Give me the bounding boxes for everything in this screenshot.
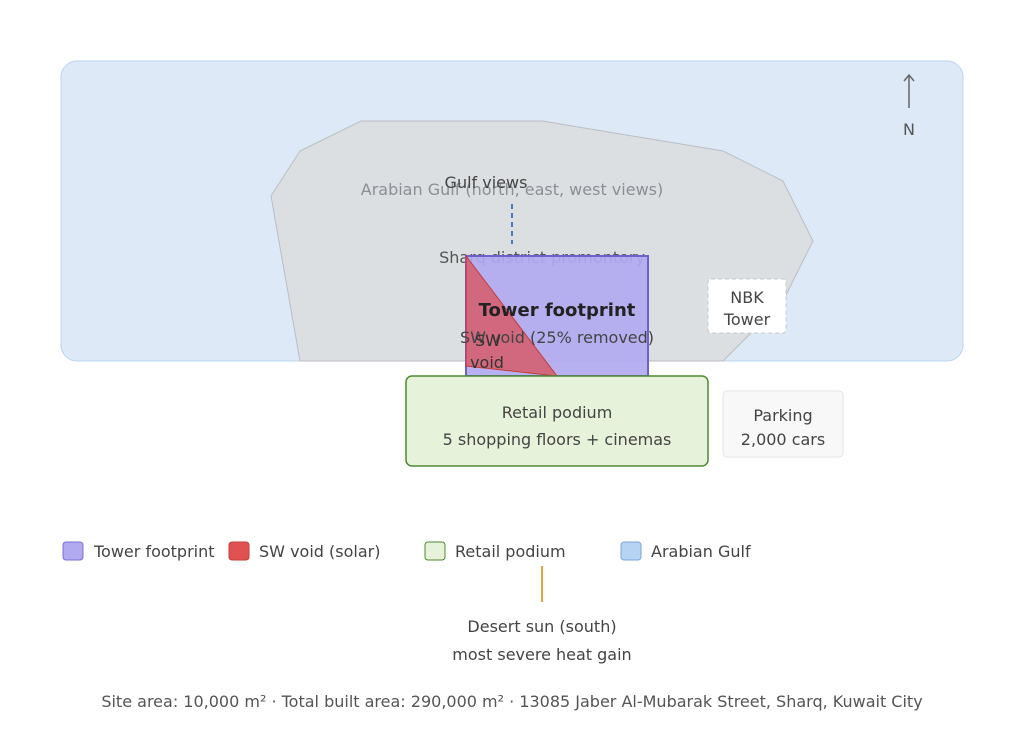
legend-swatch-void — [228, 541, 250, 561]
gulf-views-label: Gulf views — [445, 173, 528, 192]
north-arrow: N — [903, 73, 915, 139]
sw-void — [465, 254, 559, 377]
legend-label-tower: Tower footprint — [93, 542, 215, 561]
nbk-tower-box — [707, 278, 787, 334]
legend-swatch-gulf — [620, 541, 642, 561]
sun-label-line2: most severe heat gain — [452, 645, 631, 664]
podium-label-line2: 5 shopping floors + cinemas — [443, 430, 672, 449]
legend-swatch-podium — [424, 541, 446, 561]
sw-label-line2: void — [470, 353, 504, 372]
podium-label-line1: Retail podium — [502, 403, 613, 422]
nbk-label-line2: Tower — [723, 310, 771, 329]
parking-label-line2: 2,000 cars — [741, 430, 825, 449]
retail-podium — [405, 375, 709, 467]
north-label: N — [903, 120, 915, 139]
sw-label-line1: SW — [475, 331, 501, 350]
tower-title: Tower footprint — [479, 300, 636, 321]
parking-box — [722, 390, 844, 458]
parking-label-line1: Parking — [753, 406, 812, 425]
legend-label-podium: Retail podium — [455, 542, 566, 561]
nbk-label-line1: NBK — [730, 288, 764, 307]
gulf-label: Arabian Gulf (north, east, west views) — [361, 180, 663, 199]
legend-swatch-tower — [62, 541, 84, 561]
void-label: SW void (25% removed) — [460, 328, 654, 347]
footer-caption: Site area: 10,000 m² · Total built area:… — [101, 692, 922, 711]
legend: Tower footprint SW void (solar) Retail p… — [62, 541, 751, 561]
legend-label-gulf: Arabian Gulf — [651, 542, 751, 561]
sun-label-line1: Desert sun (south) — [467, 617, 616, 636]
legend-label-void: SW void (solar) — [259, 542, 380, 561]
